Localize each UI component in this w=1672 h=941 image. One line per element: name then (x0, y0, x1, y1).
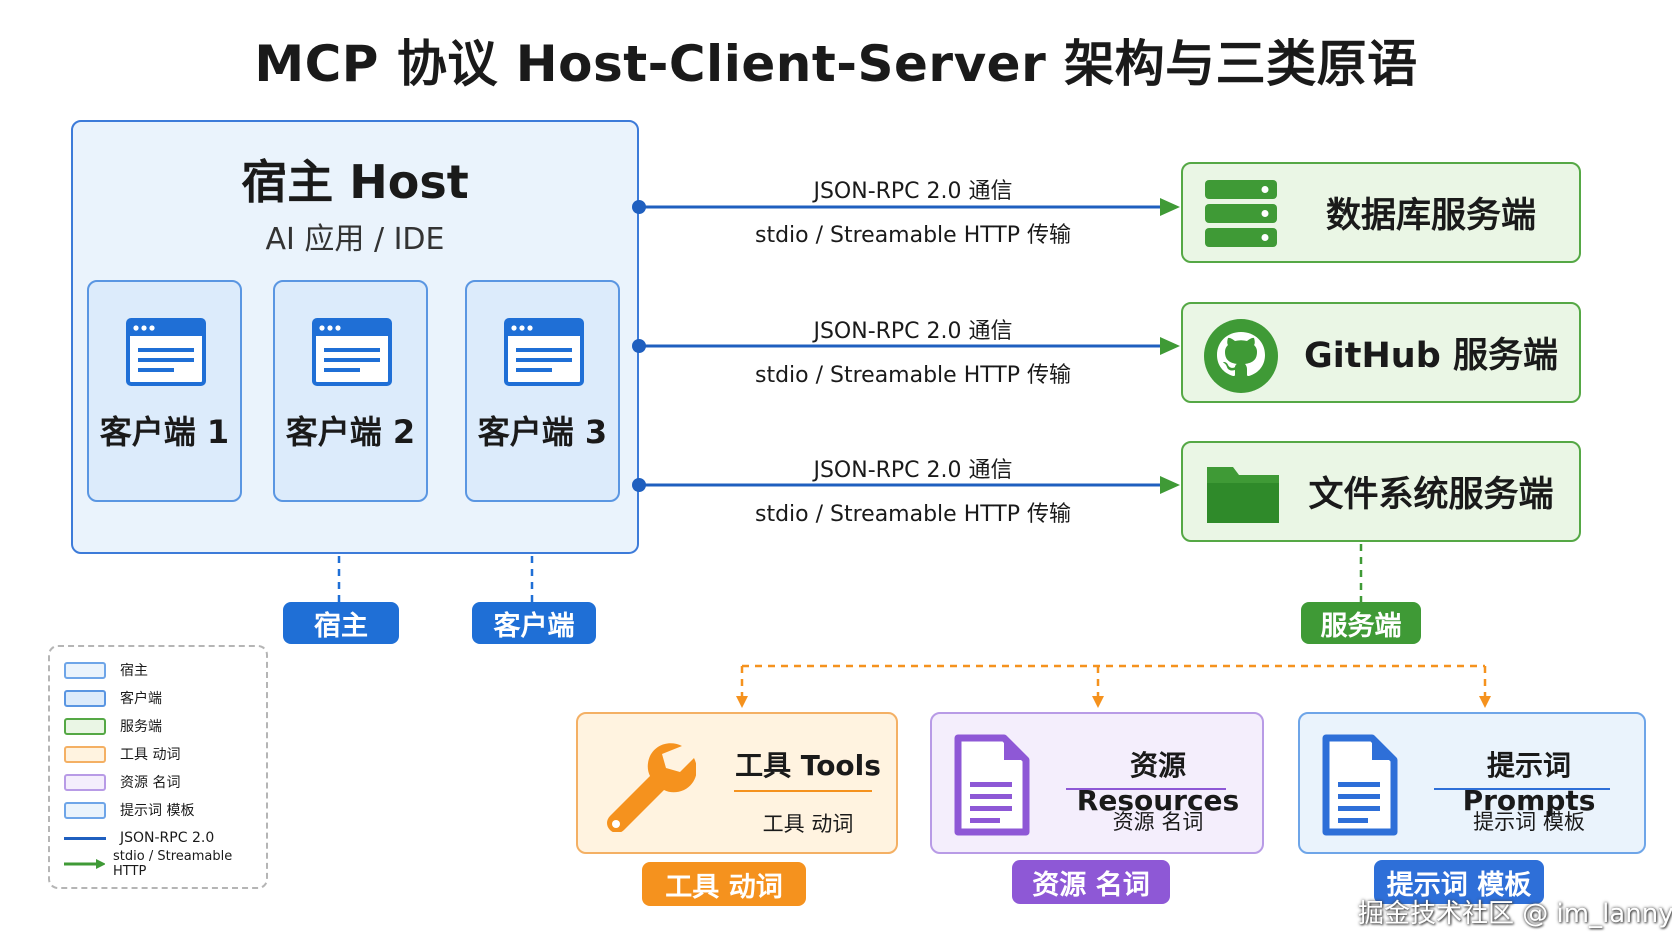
github-icon (1203, 318, 1279, 398)
tools-card: 工具 Tools 工具 动词 (576, 712, 898, 854)
legend-label: 客户端 (120, 691, 162, 707)
legend-item-server: 服务端 (64, 715, 162, 737)
client-box-1: 客户端 1 (87, 280, 242, 502)
legend-label: 服务端 (120, 719, 162, 735)
connection-line-3 (632, 476, 1180, 494)
legend-label: 工具 动词 (120, 747, 181, 763)
server-label: 文件系统服务端 (1308, 475, 1554, 515)
tools-pill: 工具 动词 (642, 862, 806, 906)
resources-subtitle: 资源 名词 (1112, 810, 1204, 834)
legend-label: 提示词 模板 (120, 803, 195, 819)
client-box-2: 客户端 2 (273, 280, 428, 502)
app-window-icon (504, 318, 584, 390)
legend-swatch (64, 801, 106, 819)
resources-card: 资源 Resources 资源 名词 (930, 712, 1264, 854)
prompts-subtitle: 提示词 模板 (1473, 810, 1585, 834)
connection-transport-label: stdio / Streamable HTTP 传输 (754, 502, 1071, 527)
app-window-icon (312, 318, 392, 390)
watermark: 掘金技术社区 @ im_lanny (1358, 899, 1672, 929)
prompts-card: 提示词 Prompts 提示词 模板 (1298, 712, 1646, 854)
page-title: MCP 协议 Host-Client-Server 架构与三类原语 (254, 35, 1418, 93)
connection-protocol-label: JSON-RPC 2.0 通信 (813, 179, 1013, 204)
connection-protocol-label: JSON-RPC 2.0 通信 (813, 319, 1013, 344)
server-label: GitHub 服务端 (1304, 336, 1558, 376)
legend-item-host: 宿主 (64, 659, 148, 681)
server-label: 数据库服务端 (1325, 196, 1536, 236)
wrench-icon (600, 736, 697, 836)
legend-item-tools: 工具 动词 (64, 743, 180, 765)
host-pill: 宿主 (283, 602, 399, 644)
host-title: 宿主 Host (241, 155, 469, 209)
host-subtitle: AI 应用 / IDE (265, 222, 445, 257)
connection-protocol-label: JSON-RPC 2.0 通信 (813, 458, 1013, 483)
client-label: 客户端 1 (99, 413, 230, 451)
legend-swatch (64, 661, 106, 679)
client-label: 客户端 3 (477, 413, 608, 451)
prompts-divider (1434, 788, 1610, 790)
legend-label: JSON-RPC 2.0 (120, 830, 215, 846)
server-pill: 服务端 (1301, 602, 1421, 644)
prompts-pill: 提示词 模板 (1374, 860, 1544, 904)
legend-label: 资源 名词 (120, 775, 181, 791)
folder-icon (1203, 457, 1283, 533)
client-pill: 客户端 (472, 602, 596, 644)
legend-item-jsonrpc: JSON-RPC 2.0 (64, 827, 214, 849)
legend: 宿主 客户端 服务端 工具 动词 资源 名词 提示词 模板 JSON-RPC 2… (48, 645, 268, 889)
legend-arrow-icon (64, 859, 106, 869)
connection-line-1 (632, 198, 1180, 216)
legend-item-prompts: 提示词 模板 (64, 799, 194, 821)
server-box-database: 数据库服务端 (1181, 162, 1581, 263)
tools-subtitle: 工具 动词 (762, 812, 854, 836)
client-box-3: 客户端 3 (465, 280, 620, 502)
server-box-filesystem: 文件系统服务端 (1181, 441, 1581, 542)
app-window-icon (126, 318, 206, 390)
legend-swatch (64, 717, 106, 735)
document-icon (1322, 734, 1398, 840)
connection-transport-label: stdio / Streamable HTTP 传输 (754, 363, 1071, 388)
legend-label: 宿主 (120, 663, 148, 679)
database-server-icon (1203, 178, 1279, 254)
legend-item-client: 客户端 (64, 687, 162, 709)
resources-pill: 资源 名词 (1012, 860, 1170, 904)
connection-transport-label: stdio / Streamable HTTP 传输 (754, 223, 1071, 248)
legend-swatch (64, 773, 106, 791)
legend-line (64, 836, 106, 840)
legend-swatch (64, 689, 106, 707)
server-box-github: GitHub 服务端 (1181, 302, 1581, 403)
legend-item-resources: 资源 名词 (64, 771, 180, 793)
legend-swatch (64, 745, 106, 763)
resources-divider (1066, 788, 1226, 790)
tools-title: 工具 Tools (735, 749, 881, 782)
document-icon (954, 734, 1030, 840)
legend-label: stdio / Streamable HTTP (113, 849, 233, 879)
legend-item-transport: stdio / Streamable HTTP (64, 849, 266, 879)
tools-divider (734, 790, 872, 792)
client-label: 客户端 2 (285, 413, 416, 451)
connection-line-2 (632, 337, 1180, 355)
